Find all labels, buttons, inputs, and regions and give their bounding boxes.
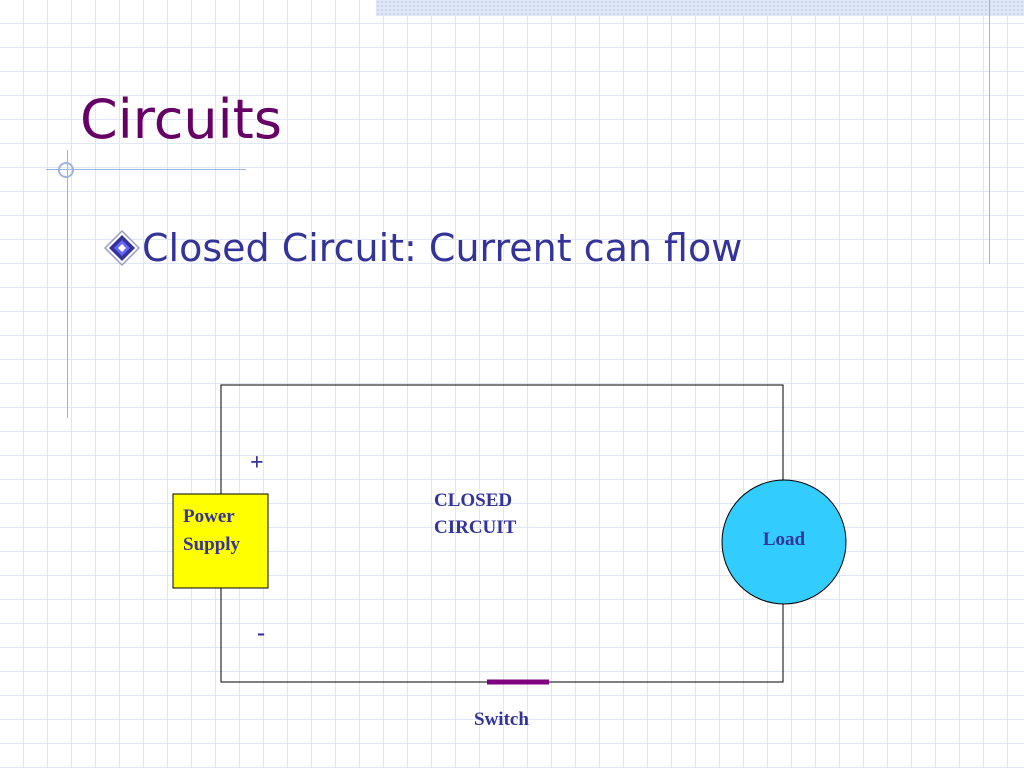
negative-terminal-label: -: [257, 620, 265, 646]
bullet-item: Closed Circuit: Current can flow: [104, 222, 742, 274]
title-underline: [46, 169, 246, 170]
positive-terminal-label: +: [250, 450, 264, 476]
diamond-bullet-icon: [104, 230, 140, 266]
right-rule: [989, 0, 990, 264]
power-supply-label-line2: Supply: [183, 534, 241, 555]
switch-label: Switch: [474, 709, 529, 730]
power-supply: [172, 493, 269, 589]
bullet-text: Closed Circuit: Current can flow: [142, 226, 743, 270]
load: [721, 479, 847, 605]
title-ring: [58, 162, 74, 178]
circuit-status-line2: CIRCUIT: [434, 517, 517, 538]
header-band: [376, 0, 1024, 16]
load-label: Load: [763, 529, 806, 550]
slide-title: Circuits: [80, 88, 282, 151]
circuit-status-line1: CLOSED: [434, 490, 512, 511]
power-supply-label-line1: Power: [183, 506, 235, 527]
left-rule: [67, 150, 68, 418]
